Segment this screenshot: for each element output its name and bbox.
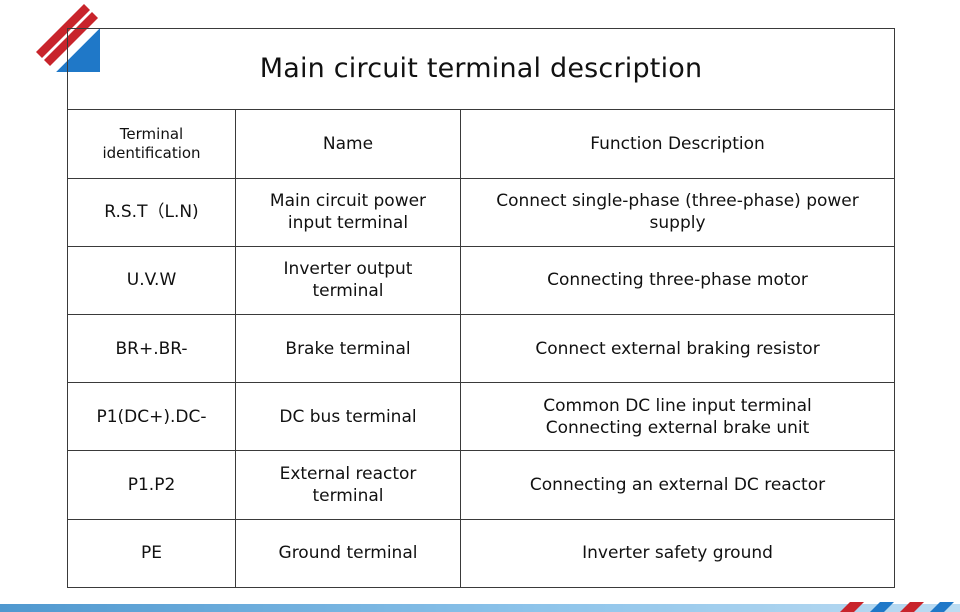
function-cell: Common DC line input terminal Connecting…: [459, 382, 896, 452]
table-title: Main circuit terminal description: [66, 27, 896, 111]
terminal-cell: PE: [67, 518, 236, 589]
bottom-stripes-icon: [840, 602, 954, 612]
terminal-cell: U.V.W: [67, 245, 236, 315]
header-function-description: Function Description: [459, 109, 896, 179]
terminal-cell: R.S.T（L.N): [67, 177, 236, 247]
table-row: P1(DC+).DC- DC bus terminal Common DC li…: [67, 382, 896, 452]
function-cell: Connect external braking resistor: [459, 313, 896, 384]
header-name: Name: [235, 109, 461, 179]
name-cell: Inverter output terminal: [235, 245, 461, 315]
table-row: R.S.T（L.N) Main circuit power input term…: [67, 177, 896, 247]
terminal-cell: P1.P2: [67, 450, 236, 520]
function-cell: Connecting an external DC reactor: [459, 450, 896, 520]
function-cell: Inverter safety ground: [459, 518, 896, 589]
name-cell: Ground terminal: [235, 518, 461, 589]
terminal-description-table: Main circuit terminal description Termin…: [66, 27, 896, 589]
terminal-cell: BR+.BR-: [67, 313, 236, 384]
bottom-accent-bar: [0, 604, 960, 612]
name-cell: Main circuit power input terminal: [235, 177, 461, 247]
function-cell: Connecting three-phase motor: [459, 245, 896, 315]
name-cell: DC bus terminal: [235, 382, 461, 452]
terminal-cell: P1(DC+).DC-: [67, 382, 236, 452]
name-cell: External reactor terminal: [235, 450, 461, 520]
table-row: P1.P2 External reactor terminal Connecti…: [67, 450, 896, 520]
table-row: PE Ground terminal Inverter safety groun…: [67, 518, 896, 589]
table-header-row: Terminal identification Name Function De…: [67, 109, 896, 179]
name-cell: Brake terminal: [235, 313, 461, 384]
table-row: U.V.W Inverter output terminal Connectin…: [67, 245, 896, 315]
table-row: BR+.BR- Brake terminal Connect external …: [67, 313, 896, 384]
header-terminal-identification: Terminal identification: [67, 109, 236, 179]
function-cell: Connect single-phase (three-phase) power…: [459, 177, 896, 247]
